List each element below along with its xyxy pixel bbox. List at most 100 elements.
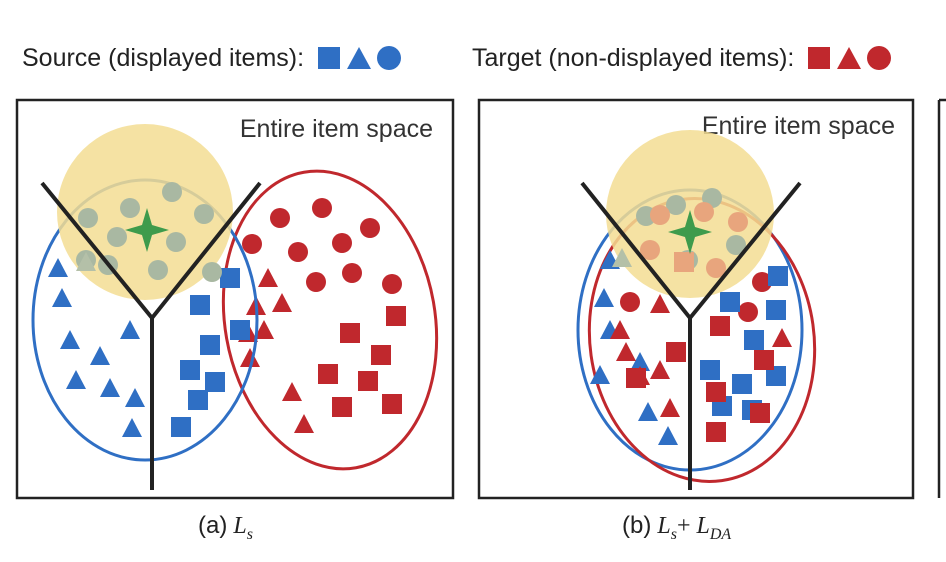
caption-b-subscript-2: DA <box>709 525 732 543</box>
target-square <box>750 403 770 423</box>
source-shape-icons <box>318 46 402 70</box>
caption-a: (a) Ls <box>198 512 253 544</box>
panel-b-space-label: Entire item space <box>702 112 895 140</box>
caption-a-symbol: L <box>233 513 247 539</box>
overlapped-item-circle <box>148 260 168 280</box>
source-square <box>766 300 786 320</box>
overlapped-target-circle <box>728 212 748 232</box>
panel-a: Entire item space <box>15 98 455 500</box>
overlapped-item-circle <box>107 227 127 247</box>
overlapped-item-circle <box>162 182 182 202</box>
target-triangle <box>254 320 274 339</box>
target-square <box>710 316 730 336</box>
target-triangle <box>610 320 630 339</box>
source-square <box>200 335 220 355</box>
target-triangle <box>272 293 292 312</box>
target-square <box>340 323 360 343</box>
target-circle <box>360 218 380 238</box>
source-square <box>766 366 786 386</box>
target-circle <box>332 233 352 253</box>
query-star-icon <box>125 208 169 252</box>
target-triangle <box>282 382 302 401</box>
target-square <box>371 345 391 365</box>
target-shape-icons <box>808 46 892 70</box>
source-square <box>230 320 250 340</box>
source-triangle <box>60 330 80 349</box>
source-square <box>768 266 788 286</box>
target-cluster-ellipse <box>221 169 439 471</box>
target-triangle-icon <box>837 47 862 69</box>
target-square <box>626 368 646 388</box>
overlapped-target-square <box>674 252 694 272</box>
legend-source-swatches <box>316 44 404 72</box>
target-square <box>666 342 686 362</box>
source-triangle <box>125 388 145 407</box>
source-square-icon <box>318 47 341 69</box>
source-square <box>732 374 752 394</box>
legend-target-label: Target (non-displayed items): <box>472 43 795 72</box>
overlapped-source-circle <box>666 195 686 215</box>
source-square <box>180 360 200 380</box>
panel-a-items <box>31 124 439 490</box>
target-square <box>382 394 402 414</box>
target-square <box>332 397 352 417</box>
source-triangle <box>48 258 68 277</box>
source-square <box>188 390 208 410</box>
caption-b-subscript-1: s <box>670 525 677 543</box>
overlapped-item-triangle <box>76 252 96 271</box>
target-square <box>318 364 338 384</box>
caption-a-subscript: s <box>246 525 253 543</box>
target-square <box>386 306 406 326</box>
caption-b-plus: + <box>676 513 697 539</box>
target-circle <box>242 234 262 254</box>
target-circle <box>270 208 290 228</box>
target-triangle <box>616 342 636 361</box>
target-circle <box>306 272 326 292</box>
caption-a-tag: (a) <box>198 512 228 539</box>
source-square <box>700 360 720 380</box>
legend-target: Target (non-displayed items): <box>472 38 894 78</box>
target-circle <box>342 263 362 283</box>
source-square <box>744 330 764 350</box>
legend-target-swatches <box>806 44 894 72</box>
source-triangle <box>638 402 658 421</box>
source-triangle <box>630 352 650 371</box>
source-triangle <box>66 370 86 389</box>
source-triangle <box>122 418 142 437</box>
source-circle-icon <box>377 46 402 70</box>
target-square <box>706 382 726 402</box>
panel-b: Entire item space <box>477 98 915 500</box>
overlapped-target-circle <box>640 240 660 260</box>
target-triangle <box>660 398 680 417</box>
overlapped-source-circle <box>726 235 746 255</box>
source-square <box>190 295 210 315</box>
target-triangle <box>240 348 260 367</box>
target-circle <box>382 274 402 294</box>
source-triangle-icon <box>347 47 372 69</box>
overlapped-source-triangle <box>612 248 632 267</box>
target-square <box>754 350 774 370</box>
overlapped-target-circle <box>694 202 714 222</box>
target-square <box>358 371 378 391</box>
source-triangle <box>90 346 110 365</box>
legend-source-label: Source (displayed items): <box>22 43 305 72</box>
panel-b-items <box>576 130 817 490</box>
source-triangle <box>100 378 120 397</box>
source-square <box>205 372 225 392</box>
overlapped-item-circle <box>202 262 222 282</box>
target-circle <box>620 292 640 312</box>
target-triangle <box>258 268 278 287</box>
overlapped-item-circle <box>194 204 214 224</box>
source-triangle <box>594 288 614 307</box>
caption-b-symbol-2: L <box>696 513 710 539</box>
overlapped-item-circle <box>166 232 186 252</box>
overlapped-target-circle <box>706 258 726 278</box>
source-triangle <box>120 320 140 339</box>
caption-b-tag: (b) <box>622 512 652 539</box>
target-circle <box>752 272 772 292</box>
source-triangle <box>590 365 610 384</box>
target-square <box>706 422 726 442</box>
overlapped-item-circle <box>120 198 140 218</box>
target-square-icon <box>808 47 831 69</box>
